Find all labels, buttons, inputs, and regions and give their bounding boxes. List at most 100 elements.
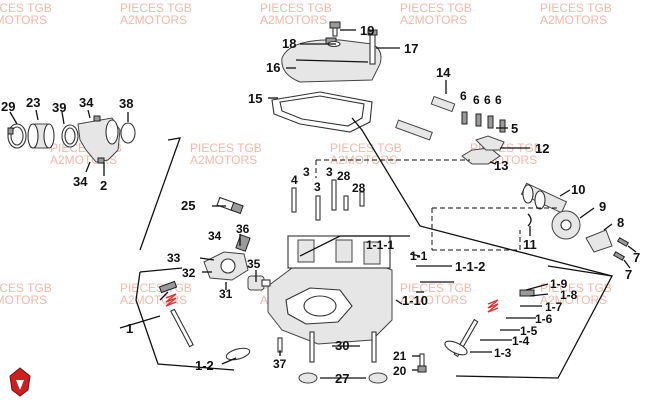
watermark-text-9: A2MOTORS [540,13,607,27]
camshaft-part-10 [520,182,568,214]
label-part-28-a: 28 [337,169,351,183]
label-part-1-1: 1-1 [410,249,428,263]
label-part-10: 10 [571,182,585,197]
thermostat-housing-part-31-32 [203,251,249,281]
rocker-arm-part-12-13 [461,135,505,165]
rubber-sleeve-part-23 [27,123,55,149]
watermark-text-21: A2MOTORS [120,293,187,307]
label-part-1-7: 1-7 [545,300,563,314]
adjuster-screws-part-6 [461,111,506,133]
label-part-6-b: 6 [473,93,480,107]
label-part-13: 13 [494,158,508,173]
studs-part-30 [309,331,377,363]
pin-part-11 [527,213,532,227]
watermark-text-12: PIECES TGB [190,141,262,155]
cam-sprocket-part-9 [551,210,581,240]
watermark-text-4: PIECES TGB [260,1,332,15]
label-part-7-b: 7 [625,267,632,282]
label-part-1-1-1: 1-1-1 [366,238,394,252]
label-part-1-10: 1-10 [402,293,428,308]
label-part-34-c: 34 [208,229,222,243]
label-part-36: 36 [236,222,250,236]
label-part-1-1-2: 1-1-2 [455,259,485,274]
head-bolts-part-3-4-28 [291,179,365,221]
intake-manifold-part-34 [77,115,121,164]
label-part-8: 8 [617,215,624,230]
bracket-part-8 [585,229,613,253]
label-part-3-c: 3 [326,165,333,179]
valve-assembly-left [158,280,251,361]
bolts-part-7 [612,237,630,261]
label-part-19: 19 [360,23,374,38]
rocker-shaft-part-14 [395,95,456,141]
label-part-38: 38 [119,96,133,111]
watermark-text-19: A2MOTORS [0,293,47,307]
o-ring-part-38 [120,122,136,144]
spark-plug-part-25 [216,196,244,215]
label-part-34-top: 34 [79,95,94,110]
label-part-1-4: 1-4 [512,334,530,348]
label-part-32: 32 [182,266,196,280]
bolts-part-20-21 [417,353,427,373]
valve-cover-part-16 [281,37,382,83]
label-part-2: 2 [100,178,107,193]
dashed-box-camshaft [432,230,521,251]
label-part-28-b: 28 [352,181,366,195]
label-part-17: 17 [404,41,418,56]
label-part-37: 37 [273,357,287,371]
label-part-14: 14 [436,65,451,80]
watermark-text-27: A2MOTORS [540,293,607,307]
dashed-box-cylinder-head [315,159,560,250]
bolt-part-17 [367,29,378,65]
label-part-25: 25 [181,198,195,213]
label-part-15: 15 [248,91,262,106]
watermark-text-5: A2MOTORS [260,13,327,27]
label-part-35: 35 [247,257,261,271]
label-part-6-a: 6 [460,89,467,103]
watermark-text-6: PIECES TGB [400,1,472,15]
watermark-text-14: PIECES TGB [330,141,402,155]
watermark-text-3: A2MOTORS [120,13,187,27]
label-part-6-c: 6 [484,93,491,107]
label-part-1-9: 1-9 [550,277,568,291]
cover-gasket-part-15 [271,91,373,133]
label-part-31: 31 [219,287,233,301]
watermark-text-8: PIECES TGB [540,1,612,15]
label-part-1-3: 1-3 [494,346,512,360]
label-part-16: 16 [266,60,280,75]
label-part-29: 29 [1,99,15,114]
label-part-6-d: 6 [495,93,502,107]
label-part-4: 4 [291,173,298,187]
watermark-text-1: A2MOTORS [0,13,47,27]
label-part-27: 27 [335,371,349,386]
label-part-20: 20 [393,364,407,378]
label-part-1-8: 1-8 [560,288,578,302]
leader-lines [9,29,637,379]
clamp-ring-part-29 [7,123,27,149]
watermark-text-2: PIECES TGB [120,1,192,15]
watermark-text-15: A2MOTORS [330,153,397,167]
dowels-part-27 [298,372,388,384]
sensor-part-35 [247,275,271,291]
clamp-ring-part-39 [61,124,79,148]
label-part-1-6: 1-6 [535,312,553,326]
label-part-18: 18 [282,36,296,51]
label-part-1-2: 1-2 [195,358,214,373]
cylinder-head-part-1 [267,235,393,345]
watermark-text-26: PIECES TGB [540,281,612,295]
label-part-5: 5 [511,121,518,136]
bolt-part-19 [329,21,341,37]
label-part-3-a: 3 [303,165,310,179]
label-part-33: 33 [167,251,181,265]
watermark-text-18: PIECES TGB [0,281,52,295]
label-part-21: 21 [393,349,407,363]
watermark-text-0: PIECES TGB [0,1,52,15]
label-part-11: 11 [523,237,537,252]
label-part-3-b: 3 [314,180,321,194]
part-labels: 29 23 39 34 38 34 2 19 18 17 16 15 14 6 … [1,23,640,386]
watermark-text-25: A2MOTORS [400,293,467,307]
temp-sensor-part-36 [235,234,251,252]
watermark-text-13: A2MOTORS [190,153,257,167]
label-part-30: 30 [335,338,349,353]
label-part-1-5: 1-5 [520,324,538,338]
